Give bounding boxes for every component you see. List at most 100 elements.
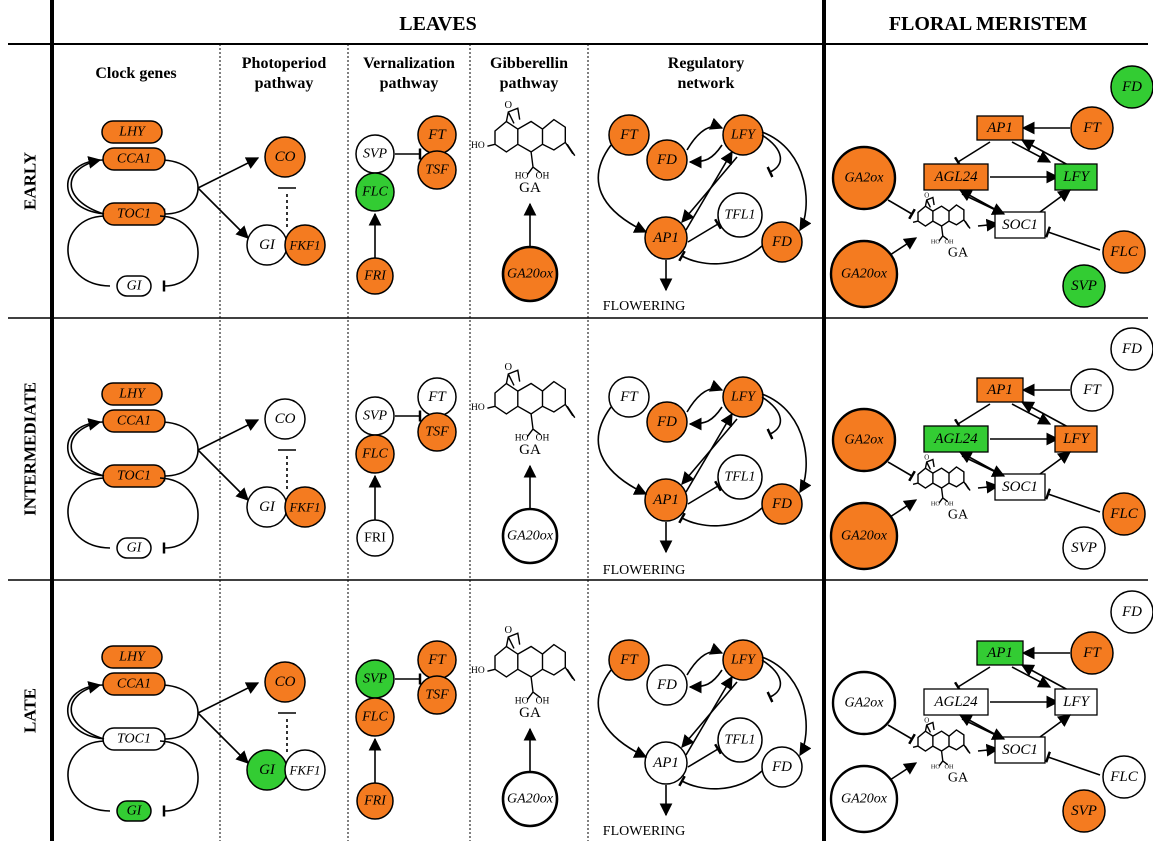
reg-lfy-label: LFY bbox=[730, 128, 757, 143]
clock-arrow-to-gi bbox=[197, 449, 249, 501]
clock-gi-node bbox=[116, 800, 152, 822]
reg-arrow-lfy-fd bbox=[688, 144, 723, 169]
clock-loop-right-upper bbox=[159, 159, 199, 220]
floral-meristem-header: FLORAL MERISTEM bbox=[889, 13, 1087, 35]
floral-arrow-lfy-ap1 bbox=[1020, 139, 1069, 166]
floral-agl24-label: AGL24 bbox=[933, 169, 978, 185]
row-label-late: LATE bbox=[21, 688, 40, 733]
photo-fkf1-label: FKF1 bbox=[288, 500, 320, 515]
floral-svp-node bbox=[1062, 789, 1106, 833]
clock-lhy-node bbox=[101, 645, 163, 669]
clock-arrow-toc1-cca1 bbox=[70, 681, 105, 740]
reg-arrow-ft-ap1 bbox=[597, 669, 648, 758]
reg-ap1-node bbox=[644, 478, 688, 522]
gib-ga-label: GA bbox=[519, 705, 541, 721]
reg-arrow-ft-ap1 bbox=[597, 406, 648, 495]
floral-flc-node bbox=[1102, 755, 1146, 799]
floral-ft-label: FT bbox=[1082, 120, 1102, 136]
clock-loop-right-lower bbox=[159, 477, 199, 554]
floral-svp-node bbox=[1062, 264, 1106, 308]
photo-fkf1-label: FKF1 bbox=[288, 238, 320, 253]
floral-ap1-label: AP1 bbox=[986, 120, 1013, 136]
gib-ga20ox-node bbox=[501, 245, 559, 303]
row-label-intermediate: INTERMEDIATE bbox=[21, 382, 40, 516]
reg-arrow-lfy-fd2 bbox=[761, 656, 812, 757]
svg-text:HO: HO bbox=[931, 763, 940, 770]
vern-fri-label: FRI bbox=[363, 794, 387, 809]
clock-gi-node bbox=[116, 537, 152, 559]
photo-fkf1-node bbox=[284, 749, 326, 791]
floral-soc1-label: SOC1 bbox=[1002, 742, 1038, 758]
floral-arrow-ga20ox-ga bbox=[889, 237, 918, 256]
clock-lhy-label: LHY bbox=[118, 387, 147, 402]
floral-svp-label: SVP bbox=[1071, 540, 1097, 556]
clock-lhy-node bbox=[101, 382, 163, 406]
floral-ga2ox-node bbox=[831, 670, 897, 736]
clock-cca1-node bbox=[102, 147, 166, 171]
clock-toc1-label: TOC1 bbox=[117, 732, 151, 747]
floral-arrow-agl24-soc1 bbox=[961, 718, 1006, 740]
floral-arrow-ap1-lfy bbox=[1011, 403, 1052, 425]
floral-lfy-node bbox=[1054, 163, 1098, 191]
reg-fd-2-label: FD bbox=[771, 759, 792, 775]
floral-ga2ox-label: GA2ox bbox=[845, 696, 885, 711]
clock-toc1-label: TOC1 bbox=[117, 469, 151, 484]
svg-text:HO: HO bbox=[515, 434, 529, 444]
svg-text:HO: HO bbox=[515, 172, 529, 182]
reg-inhibit-ap1-tfl1 bbox=[687, 480, 722, 505]
photo-co-node bbox=[264, 398, 306, 440]
floral-ft-label: FT bbox=[1082, 645, 1102, 661]
reg-inhibit-fd2-ap1 bbox=[678, 770, 763, 790]
subheader-reg-line0: Regulatory bbox=[668, 55, 744, 72]
svg-text:HO: HO bbox=[471, 141, 485, 151]
clock-loop-right-lower bbox=[159, 215, 199, 292]
reg-fd-2-node bbox=[761, 221, 803, 263]
reg-arrow-fd-lfy bbox=[686, 642, 724, 676]
reg-fd-label: FD bbox=[656, 414, 677, 430]
reg-ft-node bbox=[608, 114, 650, 156]
floral-ga20ox-label: GA20ox bbox=[841, 792, 888, 807]
floral-lfy-node bbox=[1054, 425, 1098, 453]
clock-loop-left-lower bbox=[67, 215, 111, 287]
svg-text:OH: OH bbox=[536, 172, 550, 182]
svg-text:O: O bbox=[924, 718, 929, 725]
reg-ap1-label: AP1 bbox=[652, 230, 679, 246]
clock-cca1-label: CCA1 bbox=[117, 414, 151, 429]
reg-arrow-lfy-ap1 bbox=[681, 681, 738, 748]
subheader-reg-line1: network bbox=[678, 75, 735, 92]
photo-co-node bbox=[264, 661, 306, 703]
floral-arrow-lfy-ap1 bbox=[1020, 664, 1069, 691]
subheader-gib-line1: pathway bbox=[500, 75, 559, 92]
floral-ap1-label: AP1 bbox=[986, 382, 1013, 398]
clock-loop-right-upper bbox=[159, 684, 199, 745]
reg-tfl1-label: TFL1 bbox=[724, 470, 755, 485]
gib-ga20ox-node bbox=[501, 770, 559, 828]
floral-inhibit-flc-soc1 bbox=[1045, 226, 1101, 251]
floral-arrow-agl24-soc1 bbox=[961, 455, 1006, 477]
reg-arrow-lfy-fd2 bbox=[761, 393, 812, 494]
reg-inhibit-fd2-ap1 bbox=[678, 245, 763, 265]
vern-ft-label: FT bbox=[427, 127, 447, 143]
floral-svp-node bbox=[1062, 526, 1106, 570]
reg-arrow-ft-ap1 bbox=[597, 144, 648, 233]
floral-soc1-node bbox=[994, 211, 1046, 239]
gib-ga-label: GA bbox=[519, 442, 541, 458]
floral-arrow-ap1-lfy bbox=[1011, 141, 1052, 163]
floral-ft-node bbox=[1070, 106, 1114, 150]
vern-flc-label: FLC bbox=[361, 185, 388, 200]
floral-soc1-node bbox=[994, 473, 1046, 501]
reg-inhibit-lfy-tfl1 bbox=[761, 659, 782, 703]
floral-fd-label: FD bbox=[1121, 79, 1142, 95]
row-label-early: EARLY bbox=[21, 152, 40, 210]
clock-loop-right-upper bbox=[159, 421, 199, 482]
